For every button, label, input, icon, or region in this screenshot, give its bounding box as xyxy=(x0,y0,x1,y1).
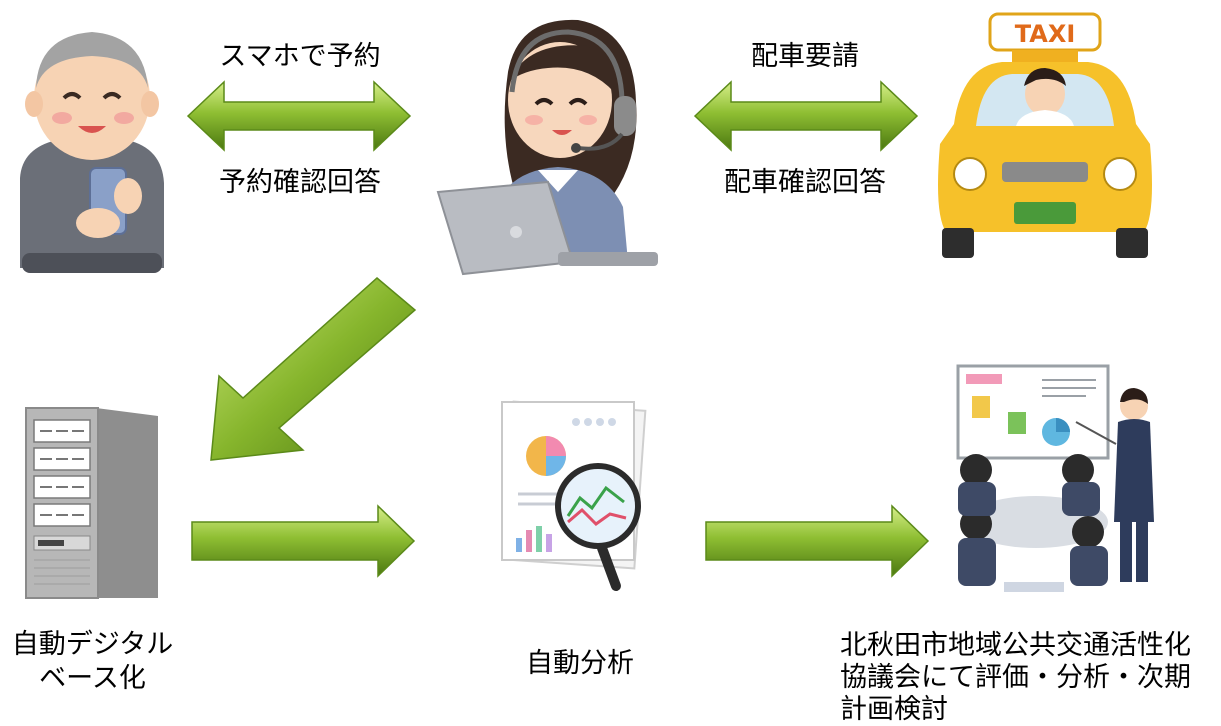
double-arrow-operator-taxi xyxy=(693,80,919,152)
label-auto-analysis: 自動分析 xyxy=(526,648,634,679)
label-council-line2: 協議会にて評価・分析・次期 xyxy=(840,662,1191,693)
label-council-evaluation: 北秋田市地域公共交通活性化 協議会にて評価・分析・次期 計画検討 xyxy=(840,630,1220,726)
label-auto-database-line1: 自動デジタル xyxy=(11,629,174,660)
label-dispatch-request: 配車要請 xyxy=(751,41,859,72)
label-dispatch-confirmation: 配車確認回答 xyxy=(724,167,886,198)
label-auto-database-line2: ベース化 xyxy=(39,663,146,694)
taxi-illustration: TAXI xyxy=(938,12,1152,258)
analysis-report-illustration xyxy=(501,400,647,591)
label-reservation-confirmation: 予約確認回答 xyxy=(219,167,381,198)
label-council-line3: 計画検討 xyxy=(840,694,948,725)
elderly-user-illustration xyxy=(20,32,164,273)
call-center-operator-illustration xyxy=(436,19,658,276)
server-database-illustration xyxy=(25,407,158,599)
arrow-database-to-analysis xyxy=(191,504,416,578)
taxi-sign-text: TAXI xyxy=(1015,20,1076,48)
label-smartphone-reservation: スマホで予約 xyxy=(219,41,381,72)
label-auto-database: 自動デジタル ベース化 xyxy=(0,628,185,696)
double-arrow-user-operator xyxy=(186,80,412,152)
council-meeting-illustration xyxy=(956,364,1154,592)
diagonal-arrow-operator-to-database xyxy=(210,277,417,461)
label-council-line1: 北秋田市地域公共交通活性化 xyxy=(840,630,1191,661)
arrow-analysis-to-council xyxy=(705,504,930,578)
